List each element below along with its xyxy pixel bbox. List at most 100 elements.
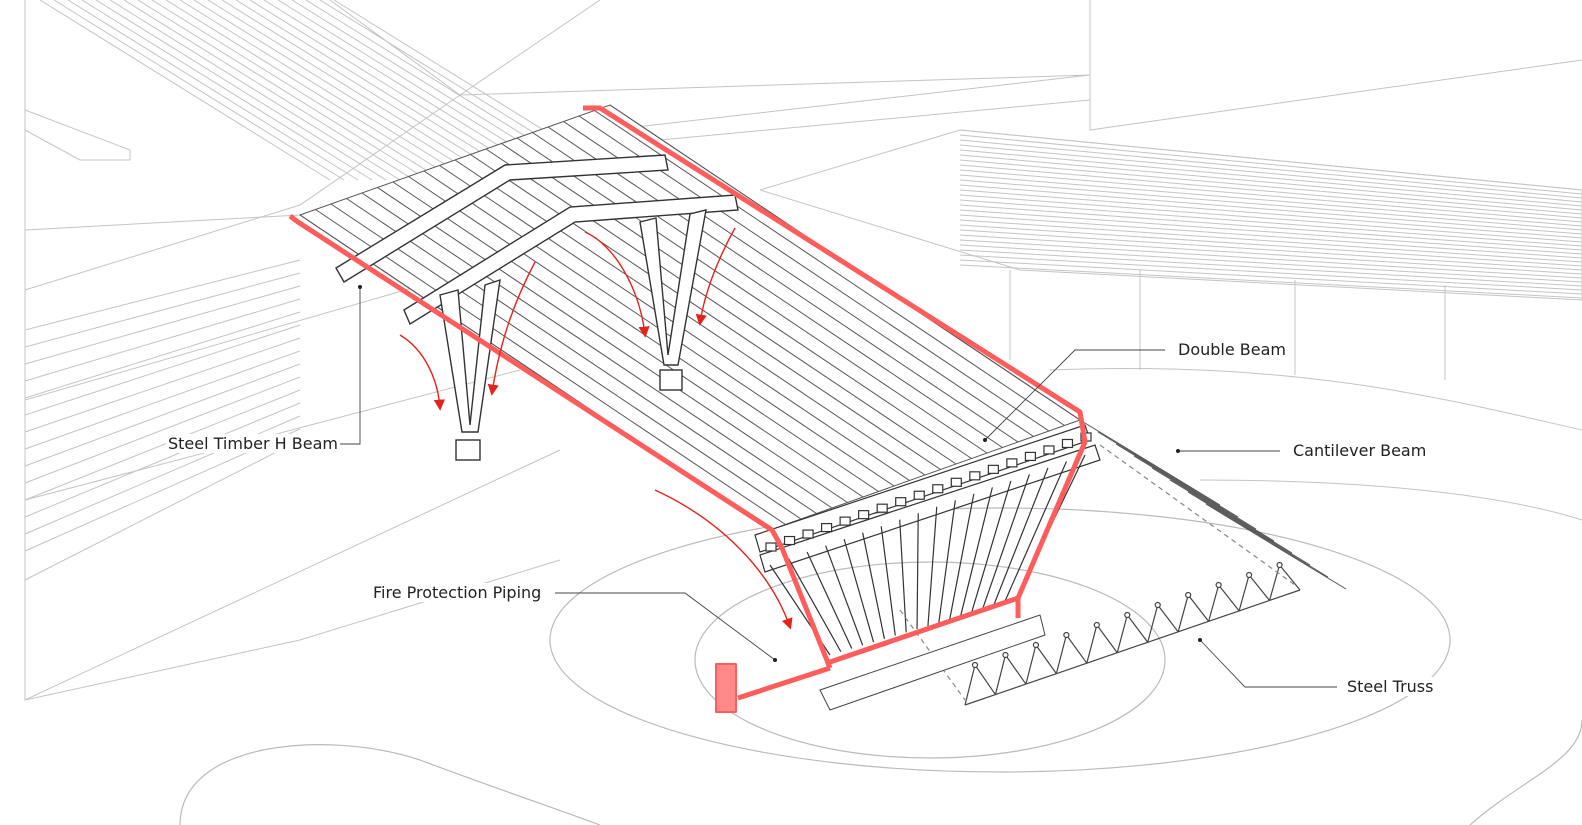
- roof-rafter: [454, 159, 926, 476]
- outer-plaza-ellipse: [549, 507, 1451, 773]
- cantilever-beam-extension: [1133, 455, 1275, 542]
- cantilever-double-beam-assembly: [754, 424, 1101, 656]
- column-footing-rear: [659, 369, 683, 391]
- pergola-slat: [959, 234, 1582, 275]
- beam-block: [932, 484, 944, 494]
- truss-alignment-dashed: [1099, 444, 1296, 586]
- steel-truss: [899, 444, 1301, 706]
- v-column-rear: [639, 209, 707, 366]
- context-linework: [659, 99, 1091, 141]
- truss-node: [1032, 641, 1040, 649]
- beam-block: [1061, 438, 1074, 449]
- context-linework: [759, 129, 1582, 301]
- fan-strut: [806, 551, 853, 649]
- roof-tile-line: [179, 0, 471, 181]
- facade-line: [24, 337, 301, 433]
- leader-dot: [983, 438, 987, 442]
- concrete-base: [819, 614, 1046, 711]
- context-linework: [24, 449, 561, 701]
- pergola-slat: [959, 249, 1582, 287]
- roof-tile-line: [53, 0, 345, 181]
- pergola-slat: [959, 224, 1582, 267]
- pergola-slat: [959, 169, 1582, 223]
- roof-rafter: [377, 187, 848, 503]
- load-path-arrows: [399, 227, 793, 630]
- roof-tile-line: [67, 0, 359, 181]
- path-curve: [179, 744, 601, 825]
- truss-node: [1245, 571, 1253, 579]
- truss-node: [1185, 591, 1192, 599]
- beam-block: [950, 477, 962, 487]
- leader-dot: [1176, 449, 1180, 453]
- roof-rafter: [501, 143, 972, 459]
- roof-rafter: [516, 137, 988, 454]
- leader-steel-timber-h-beam: [332, 287, 361, 445]
- v-column-front-left: [439, 278, 501, 433]
- label-fire-protection-piping: Fire Protection Piping: [371, 583, 544, 602]
- roof-tile-line: [151, 0, 443, 181]
- fan-strut: [981, 474, 1030, 610]
- leader-dot: [358, 285, 362, 289]
- context-linework: [1199, 479, 1582, 521]
- label-steel-truss: Steel Truss: [1345, 677, 1436, 696]
- label-steel-timber-h-beam: Steel Timber H Beam: [166, 434, 340, 453]
- facade-line: [24, 376, 301, 484]
- label-double-beam: Double Beam: [1176, 340, 1288, 359]
- pipe-right-run: [583, 105, 1088, 599]
- roof-tile-line: [221, 0, 513, 181]
- pergola-slat: [959, 164, 1582, 219]
- roof-tile-line: [95, 0, 387, 181]
- beam-block: [783, 535, 796, 546]
- leader-fire-protection-piping: [555, 592, 776, 661]
- truss-web: [964, 663, 996, 706]
- roof-rafter: [532, 132, 1003, 448]
- context-linework: [1049, 367, 1582, 431]
- fan-strut: [927, 506, 938, 626]
- pergola-slat: [959, 239, 1582, 279]
- pergola-slat: [959, 174, 1582, 227]
- beam-block: [895, 497, 907, 507]
- pergola-slat: [959, 154, 1582, 211]
- pergola-slat: [959, 204, 1582, 251]
- roof-rafter: [392, 181, 864, 498]
- roof-rafter: [470, 154, 941, 470]
- cantilever-beam-extension: [1187, 491, 1329, 578]
- roof-rafter: [547, 126, 1019, 443]
- beam-block: [876, 503, 888, 513]
- h-beam-frame-rear: [335, 154, 669, 283]
- facade-line: [24, 311, 301, 399]
- truss-node: [1093, 621, 1100, 629]
- pergola-slat: [959, 214, 1582, 259]
- pergola-slat: [959, 149, 1582, 207]
- facade-line: [24, 402, 301, 518]
- context-linework: [329, 0, 1091, 96]
- load-arrow: [399, 334, 445, 411]
- fan-strut: [916, 513, 919, 630]
- roof-tile-line: [137, 0, 429, 181]
- pergola-slat: [959, 184, 1582, 235]
- leader-dot: [773, 658, 777, 662]
- roof-tile-line: [207, 0, 499, 181]
- pergola-slat: [959, 264, 1582, 299]
- beam-block: [802, 529, 814, 539]
- roof-tile-line: [123, 0, 415, 181]
- pergola-slat: [959, 144, 1582, 203]
- pergola-slat: [959, 259, 1582, 295]
- pipe-base-header: [829, 595, 1021, 665]
- facade-line: [24, 389, 301, 501]
- leader-double-beam: [984, 349, 1165, 441]
- fan-strut: [843, 538, 875, 643]
- facade-line: [24, 324, 301, 416]
- truss-node: [1124, 611, 1131, 619]
- beam-block: [913, 490, 925, 500]
- pergola-slat: [959, 179, 1582, 231]
- truss-node: [1002, 651, 1009, 659]
- context-linework: [24, 0, 301, 581]
- beam-block: [820, 522, 833, 533]
- inner-plaza-ellipse: [694, 561, 1166, 759]
- truss-web: [994, 653, 1027, 695]
- fire-protection-piping: [288, 105, 1088, 713]
- pergola-slat: [959, 199, 1582, 247]
- fan-strut: [949, 493, 975, 620]
- fan-strut: [862, 532, 885, 639]
